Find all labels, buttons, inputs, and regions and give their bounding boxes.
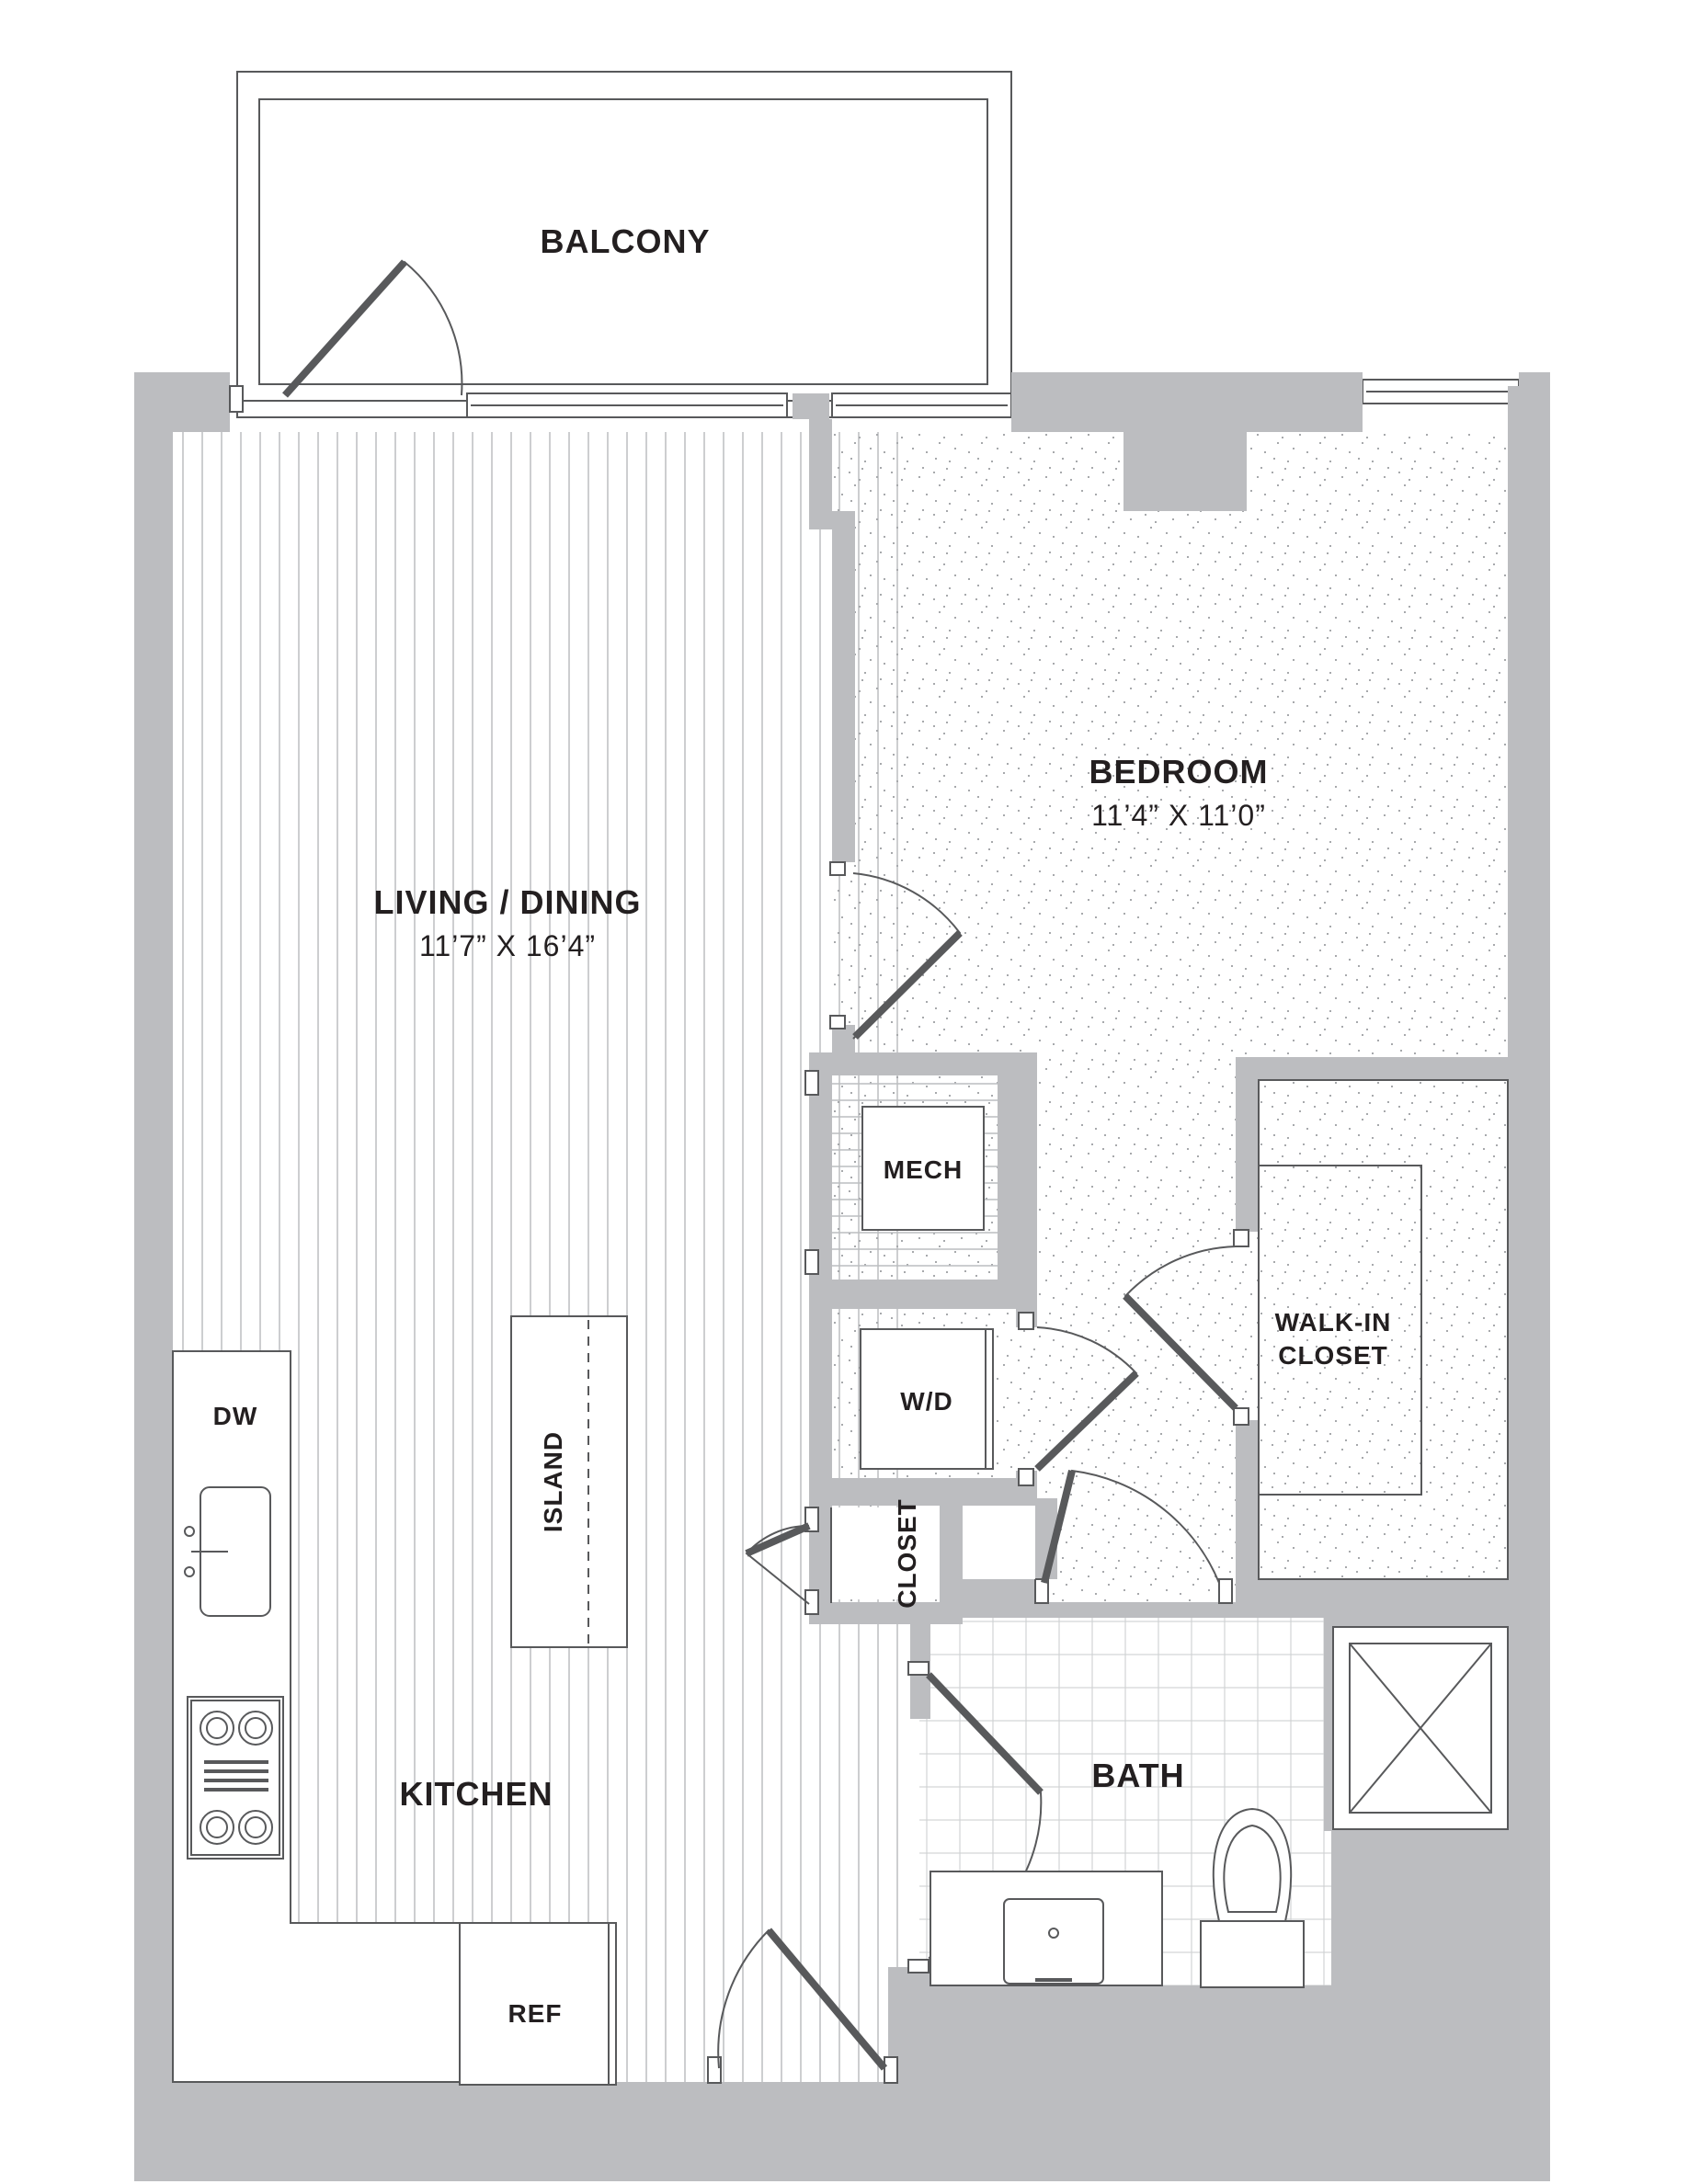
- closet-label: CLOSET: [893, 1498, 921, 1609]
- walkin-closet-label-line1: WALK-IN: [1275, 1308, 1392, 1337]
- closet-door[interactable]: [745, 1507, 819, 1615]
- wd-label: W/D: [900, 1387, 952, 1416]
- balcony-label: BALCONY: [541, 222, 711, 260]
- ref-label: REF: [508, 1999, 563, 2028]
- bedroom-label: BEDROOM: [1089, 753, 1269, 791]
- bath-door[interactable]: [1034, 1469, 1233, 1604]
- living-dining-label: LIVING / DINING: [373, 883, 641, 921]
- closet-shelf: [830, 1507, 940, 1603]
- stove-icon: [187, 1696, 284, 1860]
- living-dining-dimensions: 11’7” X 16’4”: [419, 929, 596, 962]
- refrigerator: [459, 1922, 617, 2086]
- linen-closet: [963, 1506, 1035, 1579]
- walkin-closet-label-line2: CLOSET: [1278, 1341, 1388, 1370]
- bedroom-dimensions: 11’4” X 11’0”: [1091, 799, 1266, 832]
- island: [510, 1315, 628, 1648]
- walkin-shelf: [1258, 1079, 1509, 1580]
- mech-label: MECH: [884, 1155, 963, 1184]
- bath-label: BATH: [1091, 1757, 1184, 1794]
- living-floor: [173, 432, 908, 2082]
- bath-sink-icon: [1003, 1898, 1104, 1985]
- island-label: ISLAND: [539, 1431, 567, 1532]
- dw-label: DW: [213, 1402, 258, 1430]
- walls: [134, 372, 1550, 2181]
- balcony-door[interactable]: [229, 259, 463, 413]
- shower: [1332, 1626, 1509, 1830]
- entry-door[interactable]: [707, 1928, 898, 2084]
- balcony-window: [466, 379, 1520, 418]
- kitchen-label: KITCHEN: [400, 1775, 553, 1813]
- washer-dryer: [860, 1328, 994, 1470]
- wd-door[interactable]: [1018, 1312, 1139, 1486]
- walkin-door[interactable]: [1123, 1229, 1249, 1426]
- mech-door[interactable]: [804, 1070, 819, 1275]
- sink-icon: [184, 1486, 271, 1617]
- toilet-icon: [1200, 1807, 1305, 1988]
- bedroom-door[interactable]: [829, 861, 963, 1040]
- walkin-floor: [1260, 1167, 1421, 1495]
- mech-unit: [861, 1106, 985, 1231]
